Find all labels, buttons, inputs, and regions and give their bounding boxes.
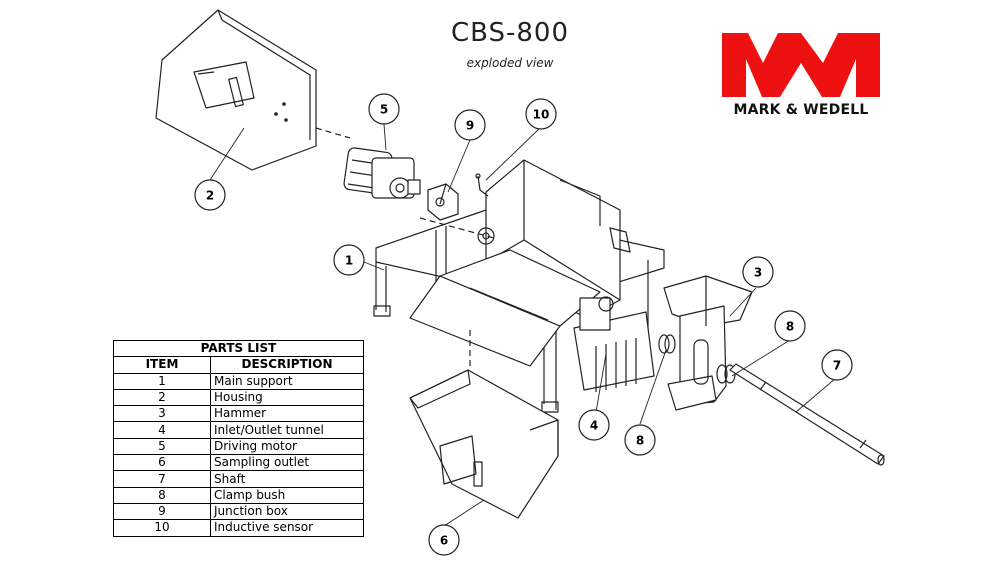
item-description: Inductive sensor [210, 519, 364, 537]
svg-text:8: 8 [636, 434, 644, 448]
logo-mw-mark [722, 33, 880, 97]
svg-text:3: 3 [754, 266, 762, 280]
item-number: 7 [113, 470, 211, 488]
svg-text:8: 8 [786, 320, 794, 334]
callout-10: 10 [525, 98, 557, 130]
housing-part [155, 9, 351, 171]
driving-motor-part [343, 147, 421, 199]
item-number: 6 [113, 454, 211, 472]
callout-6: 6 [428, 524, 460, 556]
item-number: 9 [113, 502, 211, 521]
junction-box-part [427, 183, 459, 221]
leader-lines [209, 123, 837, 527]
item-number: 3 [113, 405, 211, 423]
callout-4: 4 [578, 409, 610, 441]
item-description: Sampling outlet [210, 454, 364, 472]
svg-text:10: 10 [533, 108, 550, 122]
column-header-item: ITEM [113, 356, 211, 374]
item-description: Shaft [210, 470, 364, 488]
item-number: 5 [113, 437, 211, 456]
item-number: 1 [113, 372, 211, 390]
inductive-sensor-part [475, 173, 489, 197]
drawing-subtitle: exploded view [466, 56, 554, 70]
svg-text:4: 4 [590, 419, 598, 433]
callout-8-left: 8 [624, 424, 656, 456]
item-description: Clamp bush [210, 486, 364, 504]
parts-list-title: PARTS LIST [113, 339, 364, 358]
item-description: Housing [210, 388, 364, 407]
item-number: 4 [113, 421, 211, 439]
brand-name: MARK & WEDELL [733, 102, 869, 118]
sampling-outlet-part [409, 330, 559, 519]
mark-wedell-logo [722, 33, 880, 97]
item-description: Driving motor [210, 437, 364, 456]
column-header-description: DESCRIPTION [210, 356, 364, 374]
callout-1: 1 [333, 244, 365, 276]
callout-2: 2 [194, 179, 226, 211]
shaft-part [729, 363, 885, 466]
callout-3: 3 [742, 256, 774, 288]
item-number: 10 [113, 519, 211, 537]
callout-7: 7 [821, 349, 853, 381]
callout-5: 5 [368, 93, 400, 125]
hammer-part [663, 275, 753, 411]
svg-text:9: 9 [466, 119, 474, 133]
callout-markers: 2 5 9 10 1 3 8 7 4 8 6 [194, 93, 853, 556]
svg-text:7: 7 [833, 359, 841, 373]
item-description: Main support [210, 372, 364, 390]
callout-8-right: 8 [774, 310, 806, 342]
item-number: 2 [113, 388, 211, 407]
item-number: 8 [113, 486, 211, 504]
item-description: Inlet/Outlet tunnel [210, 421, 364, 439]
item-description: Hammer [210, 405, 364, 423]
svg-text:1: 1 [345, 254, 353, 268]
svg-text:6: 6 [440, 534, 448, 548]
svg-text:5: 5 [380, 103, 388, 117]
callout-9: 9 [454, 109, 486, 141]
inlet-outlet-tunnel-part [409, 217, 655, 392]
item-description: Junction box [210, 502, 364, 521]
svg-text:2: 2 [206, 189, 214, 203]
drawing-title: CBS-800 [450, 18, 570, 48]
